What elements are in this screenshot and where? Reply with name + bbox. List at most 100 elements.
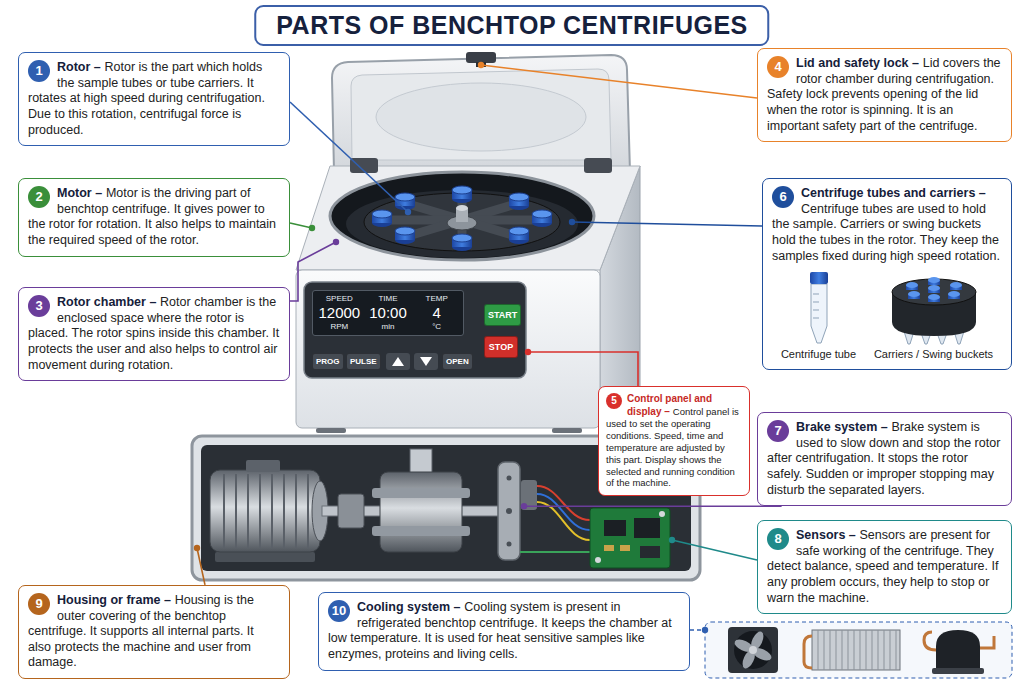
leader-line	[528, 352, 638, 386]
callout-box: 9Housing or frame –Housing is the outer …	[18, 585, 290, 679]
sensor-board	[640, 546, 660, 558]
rotor-chamber	[346, 190, 578, 258]
condenser-coil	[830, 630, 831, 670]
centrifuge-lid	[332, 55, 630, 172]
condenser-coil	[824, 630, 825, 670]
display-text: SPEED	[315, 294, 364, 304]
motor	[235, 474, 237, 548]
housing-top	[296, 166, 640, 270]
callout-figure: Centrifuge tube Carriers / Swing buckets	[772, 270, 1002, 362]
button-label: START	[488, 310, 517, 320]
callout-paragraph: 5Control panel and display –Control pane…	[606, 393, 742, 489]
sensor-board	[620, 545, 630, 551]
condenser-coil	[818, 630, 819, 670]
callout-heading: Centrifuge tubes and carriers –	[801, 186, 986, 200]
control-button: PROG	[312, 353, 344, 370]
sensor-board	[590, 508, 670, 568]
spindle-assembly	[372, 488, 470, 498]
tube-cap	[509, 193, 529, 201]
centrifuge-lid	[351, 69, 611, 160]
sensor-board	[604, 520, 626, 536]
leader-line	[572, 222, 762, 226]
callout-number: 7	[767, 420, 789, 442]
callout-box: 1Rotor –Rotor is the part which holds th…	[18, 52, 290, 146]
control-panel	[414, 353, 438, 370]
display-text: min	[364, 322, 413, 332]
figure-caption: Centrifuge tube	[781, 348, 856, 362]
callout-number: 10	[328, 600, 350, 622]
coupling	[338, 494, 364, 528]
leader-dot	[521, 503, 527, 509]
compressor	[924, 630, 994, 674]
tube-cap	[395, 227, 415, 235]
cooling-fan	[728, 627, 778, 673]
leader-line	[481, 65, 757, 98]
carrier-caps	[950, 282, 962, 288]
sensor-wires	[537, 502, 590, 540]
condenser-coil	[866, 630, 867, 670]
control-panel	[304, 282, 526, 378]
leader-dot	[194, 545, 200, 551]
sensor-wires	[520, 551, 590, 553]
control-panel	[392, 357, 404, 366]
tube-cap	[509, 227, 529, 235]
figure-column: Centrifuge tube	[781, 270, 856, 362]
rotor-chamber	[330, 172, 594, 260]
spindle-assembly	[372, 526, 470, 536]
motor	[210, 470, 320, 552]
callout-paragraph: 10Cooling system –Cooling system is pres…	[328, 600, 680, 663]
cooling-fan	[734, 631, 772, 669]
callout-box: 5Control panel and display –Control pane…	[598, 386, 750, 496]
callout-box: 7Brake system –Brake system is used to s…	[757, 412, 1012, 506]
brake-disk	[498, 462, 520, 560]
carrier-caps	[948, 291, 960, 297]
cooling-parts-box	[705, 622, 1012, 678]
cooling-parts-box	[705, 622, 1012, 678]
centrifuge-tube-picture	[802, 270, 836, 346]
centrifuge-tube-picture	[813, 294, 819, 295]
callout-heading: Rotor chamber –	[57, 295, 156, 309]
brake-disk	[507, 542, 512, 547]
motor	[247, 474, 249, 548]
sensor-board	[634, 518, 660, 538]
control-panel	[420, 357, 432, 366]
leader-line	[197, 548, 205, 585]
motor	[283, 474, 285, 548]
carrier-caps	[928, 277, 940, 283]
rotor	[382, 196, 542, 244]
spindle-assembly	[380, 472, 462, 552]
callout-paragraph: 1Rotor –Rotor is the part which holds th…	[28, 60, 280, 138]
callout-text: Control panel is used to set the operati…	[606, 406, 739, 489]
condenser-coil	[836, 630, 837, 670]
leader-dot	[669, 537, 675, 543]
rotor	[364, 193, 560, 251]
tube-cap	[395, 193, 415, 201]
callout-number: 4	[767, 56, 789, 78]
compressor	[932, 668, 984, 674]
carrier-picture	[884, 270, 984, 346]
figure-column: Carriers / Swing buckets	[874, 270, 993, 362]
condenser-coil	[818, 630, 896, 670]
control-button: OPEN	[442, 353, 473, 370]
compressor	[936, 630, 980, 670]
callout-heading: Motor –	[57, 186, 102, 200]
tube-cap	[456, 205, 468, 211]
display-screen: SPEED12000RPMTIME10:00minTEMP4°C	[312, 290, 464, 336]
tube-cap	[452, 234, 472, 242]
centrifuge-lid	[376, 83, 586, 151]
tube-cap	[372, 210, 392, 218]
motor	[295, 474, 297, 548]
sensor-board	[604, 545, 614, 551]
housing-front	[552, 428, 582, 433]
display-text: 4	[412, 304, 461, 322]
leader-dot	[405, 209, 411, 215]
control-panel	[386, 353, 410, 370]
callout-number: 3	[28, 295, 50, 317]
display-text: TEMP	[412, 294, 461, 304]
callout-paragraph: 7Brake system –Brake system is used to s…	[767, 420, 1002, 498]
motor	[223, 474, 225, 548]
carrier-caps	[928, 285, 940, 291]
condenser-coil	[804, 630, 900, 670]
condenser-coil	[872, 630, 873, 670]
